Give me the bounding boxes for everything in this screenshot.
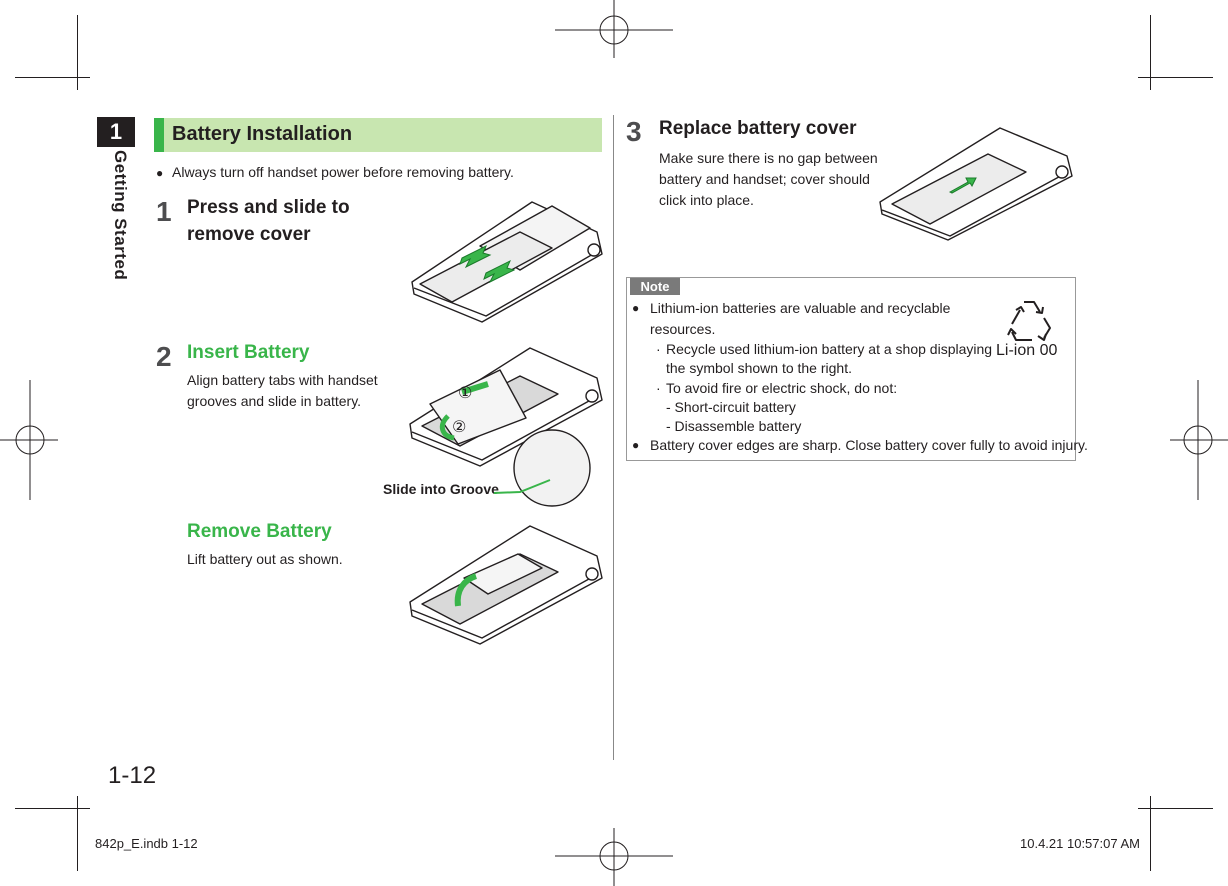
phone-illustration-remove-cover	[411, 201, 603, 323]
note-bullet-1-line-2: resources.	[650, 321, 716, 337]
note-sub-2-line-1: To avoid fire or electric shock, do not:	[666, 380, 898, 396]
step-3-number: 3	[626, 116, 642, 147]
phone-illustration-insert-battery: ① ②	[409, 347, 603, 507]
footer-timestamp: 10.4.21 10:57:07 AM	[1020, 836, 1140, 851]
recycle-icon	[1007, 301, 1051, 341]
phone-illustration-replace-cover	[879, 127, 1073, 241]
note-bullet-icon: ●	[632, 301, 640, 315]
marker-2: ②	[452, 419, 466, 436]
marker-1: ①	[458, 385, 472, 402]
remove-battery-title: Remove Battery	[187, 521, 332, 542]
groove-callout: Slide into Groove	[383, 481, 499, 497]
recycle-label: Li-ion 00	[996, 342, 1058, 359]
note-sub-1-line-1: Recycle used lithium-ion battery at a sh…	[666, 341, 993, 357]
step-3-text: Make sure there is no gap between batter…	[659, 150, 878, 208]
step-2-number: 2	[156, 341, 172, 372]
note-dash-2: - Disassemble battery	[666, 418, 802, 434]
sub-dot-2: ·	[656, 380, 661, 396]
step-1-number: 1	[156, 196, 172, 227]
step-1-title: Press and slide to remove cover	[187, 197, 350, 245]
note-bullet-1-line-1: Lithium-ion batteries are valuable and r…	[650, 300, 951, 316]
page-number: 1-12	[108, 762, 157, 789]
note-bullet-2-line-1: Battery cover edges are sharp. Close bat…	[650, 437, 1088, 453]
step-2-title: Insert Battery	[187, 342, 310, 363]
chapter-number: 1	[97, 117, 135, 147]
phone-illustration-remove-battery	[409, 525, 603, 645]
note-dash-1: - Short-circuit battery	[666, 399, 796, 415]
sub-dot-1: ·	[656, 341, 661, 357]
step-2-text: Align battery tabs with handset grooves …	[187, 372, 378, 409]
note-sub-1-line-2: the symbol shown to the right.	[666, 360, 852, 376]
note-bullet-icon: ●	[632, 438, 640, 452]
remove-battery-text: Lift battery out as shown.	[187, 551, 343, 567]
section-header: Battery Installation	[154, 118, 602, 152]
note-label: Note	[630, 278, 680, 295]
step-3-title: Replace battery cover	[659, 118, 857, 139]
footer-file-info: 842p_E.indb 1-12	[95, 836, 198, 851]
note-box	[626, 277, 1076, 461]
column-divider	[613, 115, 614, 760]
section-title: Battery Installation	[172, 123, 353, 145]
intro-bullet: Always turn off handset power before rem…	[156, 164, 514, 180]
chapter-title: Getting Started	[111, 150, 130, 281]
